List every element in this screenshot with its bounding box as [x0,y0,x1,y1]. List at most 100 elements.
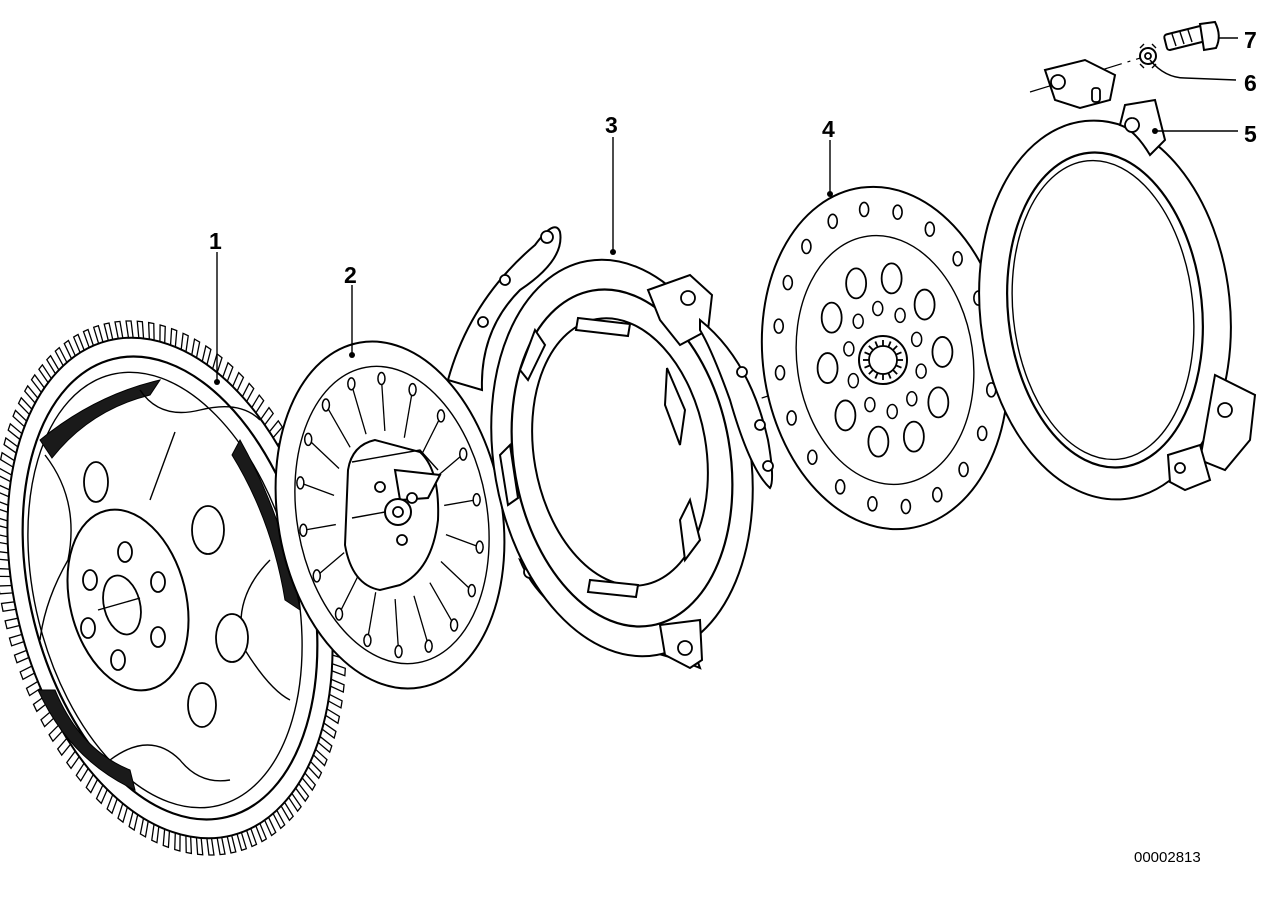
outer-hole [892,204,903,220]
bolt-hole [847,372,860,389]
gear-tooth [206,837,215,856]
clutch-pressure-plate [446,226,774,670]
inner-hole [820,301,843,334]
bolt-hole [915,363,927,379]
slot-hole [449,618,459,632]
spring-slot [429,582,455,626]
bolt-hole [894,307,906,324]
outer-hole [952,250,963,267]
disc-spring-slots [296,371,484,659]
inner-hole [927,386,950,419]
gear-tooth [245,827,258,848]
spring-slot [366,592,377,641]
gear-tooth [114,320,124,340]
slot-hole [334,607,344,621]
slot-hole [458,447,468,461]
callout-7: 7 [1244,27,1257,53]
hub-spline [863,340,903,380]
spline-tooth [895,364,902,369]
gear-tooth [0,451,16,469]
gear-tooth [255,822,268,843]
spline-tooth [892,345,898,351]
slot-hole [472,492,481,507]
driven-plate-inner-holes [816,262,954,458]
gear-tooth [125,320,134,339]
callout-5: 5 [1244,121,1257,147]
outer-hole [827,213,839,230]
outer-hole [774,364,786,381]
slot-hole [296,476,305,490]
clutch-disc [274,340,506,690]
spline-tooth [887,341,892,348]
bolt-hole [886,403,898,420]
outer-hole [782,274,794,291]
adapter-ring [978,98,1257,501]
spring-slot [307,438,340,469]
spring-slot [338,575,359,615]
spline-tooth [874,372,879,379]
gear-tooth [329,678,345,694]
gear-tooth [82,328,95,349]
outer-hole [786,410,797,426]
spline-tooth [864,351,871,356]
slot-hole [408,382,417,397]
inner-hole [931,336,954,368]
spring-slot [435,453,464,478]
gear-tooth [162,828,171,849]
outer-hole [958,461,969,478]
slot-hole [299,523,308,538]
slot-hole [436,409,446,423]
gear-tooth [216,836,226,856]
gear-tooth [147,321,155,342]
slot-hole [475,540,484,554]
retaining-bracket [1043,58,1117,110]
spring-slot [303,523,336,531]
outer-hole [773,318,785,334]
spring-slot [421,415,442,455]
outer-hole [834,479,846,495]
slot-hole [347,377,356,391]
gear-tooth [324,707,341,725]
spline-tooth [868,345,874,351]
lock-washer [1139,43,1157,69]
spring-slot [445,534,480,548]
gear-tooth [327,693,343,709]
bolt-hole [872,300,884,317]
outer-hole [867,496,878,512]
outer-hole [801,238,812,255]
outer-hole [931,486,943,503]
gear-tooth [92,324,104,345]
spring-slot [350,383,367,435]
slot-hole [321,398,331,412]
spline-tooth [887,372,892,379]
bolt-hole [852,313,864,330]
callout-4: 4 [822,116,835,142]
spring-slot [413,595,430,647]
spring-slot [316,552,345,577]
slot-hole [467,583,477,598]
spring-slot [440,561,473,592]
spring-slot [444,499,477,507]
slot-hole [394,644,403,659]
inner-hole [845,267,868,300]
outer-hole [807,449,818,466]
outer-hole [858,201,870,218]
spline-tooth [868,369,874,375]
inner-hole [902,420,925,453]
gear-tooth [159,324,166,344]
inner-hole [913,288,936,321]
spline-tooth [895,351,902,356]
flywheel-ring-gear [0,320,347,856]
gear-tooth [174,832,181,852]
bolt-hole [843,341,855,357]
gear-tooth [136,320,145,340]
slot-hole [363,633,372,648]
bolt-hole [910,331,923,348]
spring-slot [394,599,400,652]
callout-1: 1 [209,228,222,254]
gear-tooth [236,831,248,852]
inner-hole [816,352,839,384]
spring-slot [325,404,351,448]
outer-hole [976,425,988,442]
gear-tooth [195,836,204,856]
